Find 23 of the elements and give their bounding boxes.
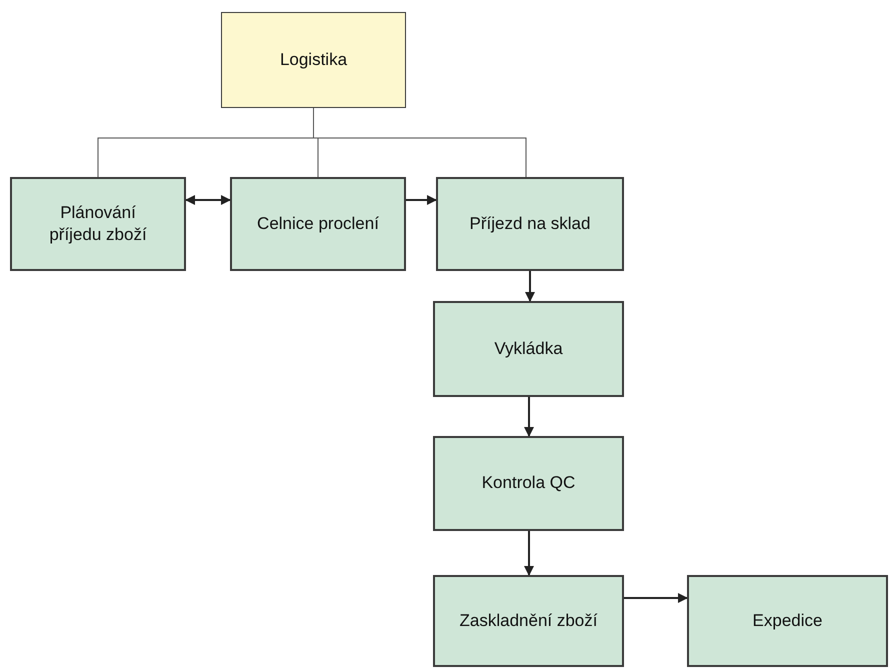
arrow — [524, 531, 534, 576]
process-box — [687, 575, 888, 667]
process-box — [221, 12, 406, 108]
box-label: Vykládka — [494, 338, 563, 360]
process-box — [436, 177, 624, 271]
arrow — [624, 593, 688, 603]
arrow — [524, 397, 534, 437]
arrow — [525, 271, 535, 302]
process-box — [10, 177, 186, 271]
process-box — [433, 301, 624, 397]
process-box — [433, 575, 624, 667]
box-label: Logistika — [280, 48, 348, 71]
connector-line — [313, 108, 526, 178]
box-label: Plánování příjedu zboží — [48, 202, 148, 246]
process-box — [433, 436, 624, 531]
arrow — [406, 195, 437, 205]
box-label: Kontrola QC — [482, 472, 576, 494]
arrow — [185, 195, 231, 205]
box-label: Příjezd na sklad — [470, 212, 590, 235]
process-box — [230, 177, 406, 271]
box-label: Celnice proclení — [257, 212, 379, 235]
box-label: Expedice — [752, 610, 822, 632]
box-label: Zaskladnění zboží — [460, 610, 598, 632]
